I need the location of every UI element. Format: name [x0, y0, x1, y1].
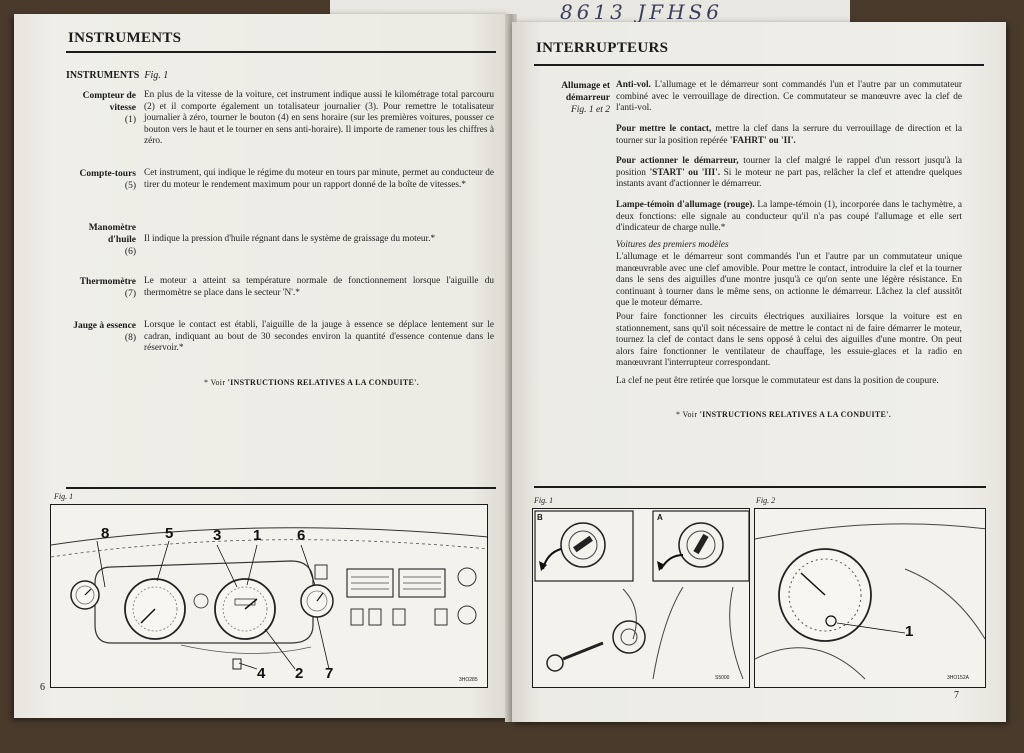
fig1-panel-b-label: B [537, 513, 543, 522]
fig1-label: Fig. 1 [534, 496, 554, 505]
item-text-thermometer: Le moteur a atteint sa température norma… [144, 276, 494, 298]
callout-speedometer: 1 [253, 527, 262, 544]
warning-lamp-paragraph: Lampe-témoin d'allumage (rouge). La lamp… [616, 200, 963, 233]
callout-odometer: 2 [295, 665, 304, 682]
right-air-vent [398, 568, 446, 598]
left-figure-label: Fig. 1 [54, 492, 74, 501]
item-text-tachometer: Cet instrument, qui indique le régime du… [144, 168, 494, 190]
left-page-heading: INSTRUMENTS [68, 30, 182, 46]
left-page-number: 6 [40, 682, 45, 693]
ignition-illustration [534, 510, 749, 680]
fig2-label: Fig. 2 [756, 496, 776, 505]
item-label-tachometer: Compte-tours(5) [79, 169, 136, 191]
dashboard-figure: 8 5 3 1 6 4 2 7 3HO285 [50, 504, 488, 688]
left-heading-rule [66, 51, 496, 53]
starter-paragraph: Pour actionner le démarreur, tourner la … [616, 156, 963, 189]
left-figure-ref-code: 3HO285 [459, 677, 478, 683]
left-air-vent [346, 568, 394, 598]
right-page-number: 7 [954, 690, 959, 701]
tachometer-warning-lamp-figure: 1 3HO152A [754, 508, 986, 688]
fig1-ref-code: S5000 [715, 675, 730, 681]
callout-reset-knob: 4 [257, 665, 266, 682]
item-text-speedometer: En plus de la vitesse de la voiture, cet… [144, 90, 494, 146]
item-label-thermometer: Thermomètre(7) [79, 277, 136, 299]
callout-thermometer: 7 [325, 665, 334, 682]
item-label-oil-gauge: Manomètre d'huile(6) [88, 223, 136, 257]
callout-trip-meter: 3 [213, 527, 222, 544]
ignition-on-paragraph: Pour mettre le contact, mettre la clef d… [616, 124, 962, 146]
tachometer-illustration [755, 523, 985, 680]
early-models-paragraph: L'allumage et le démarreur sont commandé… [616, 252, 962, 308]
item-text-fuel-gauge: Lorsque le contact est établi, l'aiguill… [144, 320, 494, 353]
right-figure-rule [534, 486, 986, 488]
item-text-oil-gauge: Il indique la pression d'huile régnant d… [144, 234, 436, 244]
callout-fuel-gauge: 8 [101, 525, 110, 542]
key-removal-paragraph: La clef ne peut être retirée que lorsque… [616, 376, 939, 386]
ignition-switch-figure: B A S5000 [532, 508, 750, 688]
left-figure-rule [66, 487, 496, 489]
callout-oil-gauge: 6 [297, 527, 306, 544]
dashboard-illustration [51, 527, 487, 670]
auxiliary-circuits-paragraph: Pour faire fonctionner les circuits élec… [616, 312, 962, 368]
section-subheading: INSTRUMENTS Fig. 1 [66, 70, 169, 81]
early-models-title: Voitures des premiers modèles [616, 240, 729, 250]
callout-tachometer: 5 [165, 525, 174, 542]
right-heading-rule [534, 64, 984, 66]
right-footnote: * Voir 'INSTRUCTIONS RELATIVES A LA COND… [676, 410, 891, 419]
left-page: INSTRUMENTS INSTRUMENTS Fig. 1 Compteur … [14, 14, 510, 718]
item-label-speedometer: Compteur de vitesse(1) [82, 91, 136, 125]
left-footnote: * Voir 'INSTRUCTIONS RELATIVES A LA COND… [204, 378, 419, 387]
fig1-panel-a-label: A [657, 513, 663, 522]
background-handwriting: 8613 JFHS6 [560, 0, 724, 24]
callout-warning-lamp: 1 [905, 623, 914, 640]
anti-theft-paragraph: Anti-vol. L'allumage et le démarreur son… [616, 80, 962, 113]
right-page-heading: INTERRUPTEURS [536, 40, 669, 56]
fig2-ref-code: 3HO152A [947, 675, 969, 681]
item-label-fuel-gauge: Jauge à essence(8) [73, 321, 136, 343]
